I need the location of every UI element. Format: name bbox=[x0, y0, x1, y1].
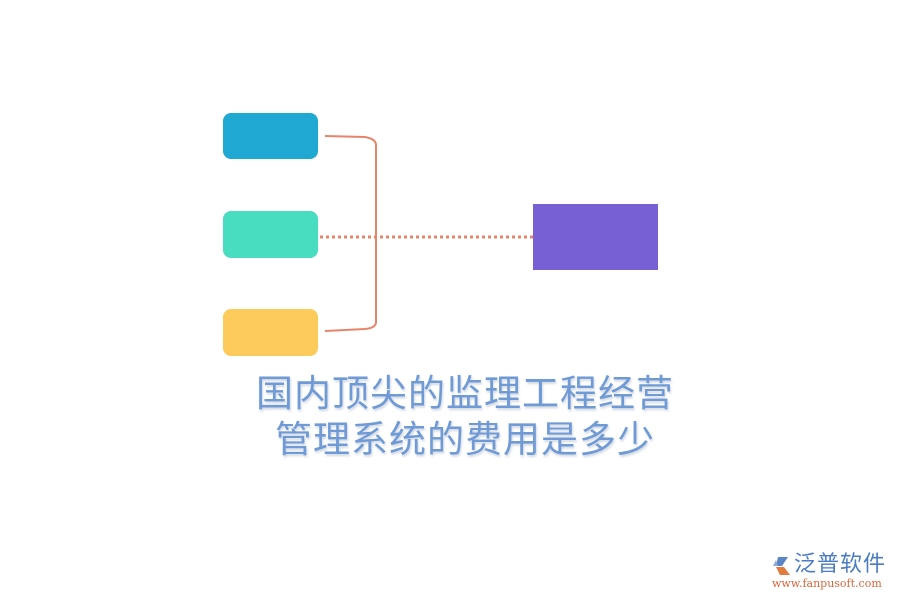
brand-logo: 泛普软件 www.fanpusoft.com bbox=[770, 553, 895, 593]
logo-name: 泛普软件 bbox=[794, 552, 887, 577]
logo-url: www.fanpusoft.com bbox=[772, 577, 882, 590]
fanpu-logo-icon bbox=[773, 557, 790, 575]
source-box-1 bbox=[223, 113, 318, 159]
source-box-3 bbox=[223, 309, 318, 356]
page-title-line-1: 国内顶尖的监理工程经营 bbox=[256, 372, 674, 415]
page-title-line-2: 管理系统的费用是多少 bbox=[275, 418, 655, 461]
source-box-2 bbox=[223, 211, 318, 258]
target-box bbox=[533, 204, 658, 270]
